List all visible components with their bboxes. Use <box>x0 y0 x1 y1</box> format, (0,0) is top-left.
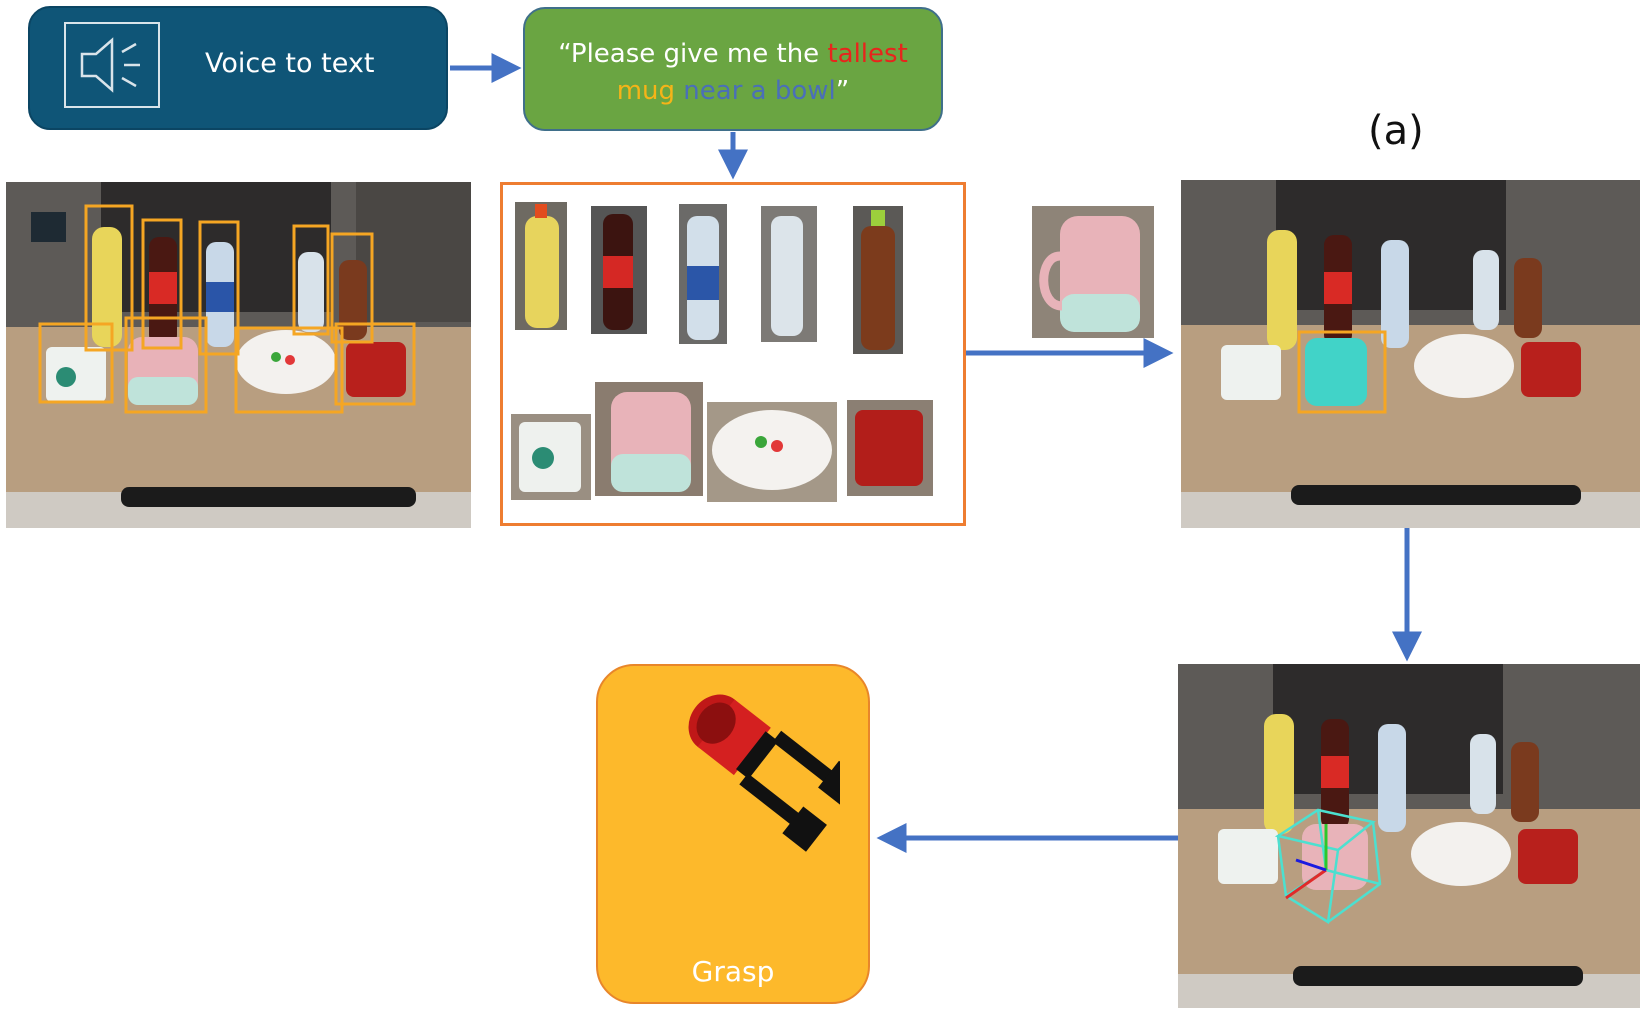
crop-tea-bottle <box>853 206 903 354</box>
bbox-white-mug <box>38 322 114 404</box>
speaker-icon <box>64 22 160 108</box>
detection-scene-image <box>6 182 471 528</box>
bbox-water-bottle <box>198 220 240 356</box>
gripper-and-mug-icon <box>688 694 840 852</box>
pose-axis-x <box>1285 868 1327 900</box>
crop-yellow-bottle <box>515 202 567 330</box>
bbox-bowl <box>234 326 344 414</box>
command-prefix: Please give me the <box>570 39 828 69</box>
open-quote: “ <box>558 39 571 69</box>
bbox-yellow-bottle <box>84 204 134 352</box>
pose-estimation-scene-image <box>1178 664 1640 1008</box>
selected-target-scene-image <box>1181 180 1640 528</box>
object-crops <box>511 202 933 502</box>
selected-mug-crop <box>1032 206 1154 338</box>
crop-bowl <box>707 402 837 502</box>
highlighted-mug <box>1305 338 1367 406</box>
word-near-a-bowl: near a bowl <box>675 76 836 106</box>
bbox-pink-mug <box>124 316 208 414</box>
crop-water-bottle <box>679 204 727 344</box>
word-mug: mug <box>616 76 676 106</box>
command-text-box: “Please give me the tallest mug near a b… <box>523 7 943 131</box>
command-line-1: “Please give me the tallest <box>525 36 941 73</box>
crop-red-mug <box>847 400 933 496</box>
close-quote: ” <box>835 76 850 106</box>
bbox-cola-bottle <box>141 218 183 350</box>
command-line-2: mug near a bowl” <box>525 73 941 110</box>
grasp-label: Grasp <box>691 955 775 988</box>
bbox-red-mug <box>334 322 416 406</box>
bbox-target-mug <box>1297 330 1387 414</box>
crop-pink-mug <box>595 382 703 496</box>
object-crops-frame <box>500 182 966 526</box>
pose-axis-z <box>1295 858 1327 872</box>
voice-to-text-label: Voice to text <box>205 48 375 79</box>
crop-cola-bottle <box>591 206 647 334</box>
panel-label-a: (a) <box>1368 108 1424 154</box>
crop-white-mug <box>511 414 591 500</box>
bbox-clear-bottle <box>292 224 330 336</box>
voice-to-text-box <box>28 6 448 130</box>
crop-clear-bottle <box>761 206 817 342</box>
bbox-tea-bottle <box>330 232 374 344</box>
word-tallest: tallest <box>827 39 908 69</box>
